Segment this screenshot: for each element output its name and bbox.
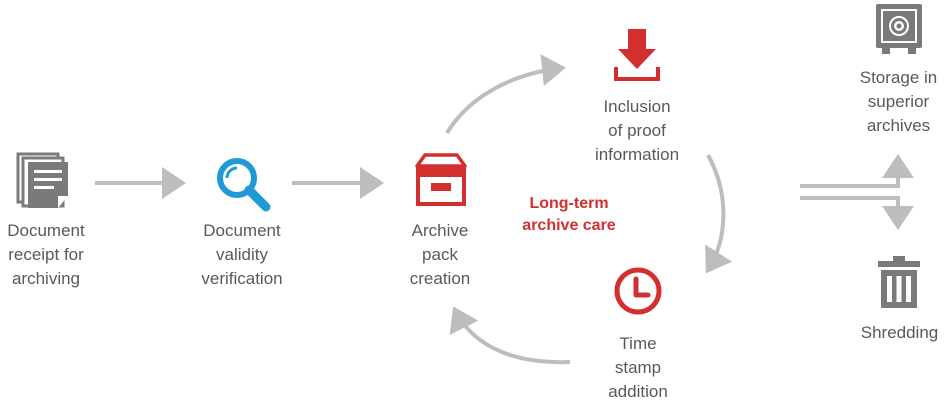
magnifier-icon: [217, 158, 271, 212]
step-timestamp-label: Time stamp addition: [608, 334, 668, 401]
branch-to-shredding: [800, 196, 914, 230]
safe-icon: [876, 4, 922, 54]
outcome-storage-label: Storage in superior archives: [859, 68, 938, 135]
arrow-inclusion-to-timestamp: [705, 154, 733, 274]
trash-bin-icon: [878, 256, 920, 308]
outcome-shredding-label: Shredding: [860, 323, 939, 342]
step-validity-label: Document validity verification: [201, 221, 283, 288]
long-term-archive-care-label: Long-term archive care: [522, 195, 616, 234]
download-tray-icon: [614, 29, 660, 81]
step-receipt-label: Document receipt for archiving: [7, 221, 85, 288]
arrow-timestamp-to-pack: [449, 306, 571, 365]
step-pack-label: Archive pack creation: [409, 221, 471, 288]
archive-drawer-icon: [415, 153, 467, 206]
document-stack-icon: [16, 152, 68, 208]
arrow-pack-to-inclusion: [445, 54, 566, 135]
clock-icon: [614, 267, 662, 315]
step-inclusion-label: Inclusion of proof information: [594, 97, 680, 164]
branch-to-storage: [800, 154, 914, 188]
